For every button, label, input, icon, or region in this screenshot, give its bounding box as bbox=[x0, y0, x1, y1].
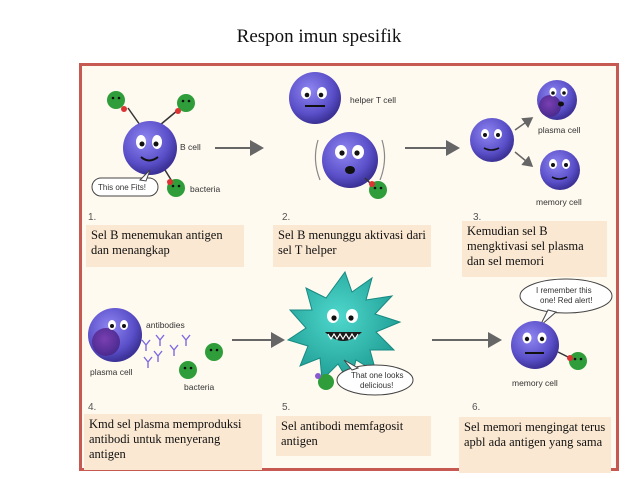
step-1-illustration: B cell bacteria This one Fits! 1. bbox=[88, 91, 221, 223]
plasma-cell-icon bbox=[537, 80, 577, 120]
step-3-caption: Kemudian sel B mengktivasi sel plasma da… bbox=[462, 221, 607, 277]
macrophage-icon bbox=[286, 270, 402, 386]
step-5-illustration: That one looks delicious! 5. bbox=[282, 270, 414, 413]
b-cell-label: B cell bbox=[180, 142, 201, 152]
memory-cell-icon bbox=[540, 150, 580, 190]
memory-cell-label: memory cell bbox=[536, 197, 582, 207]
bacteria-icon bbox=[179, 361, 197, 379]
bacteria-label: bacteria bbox=[184, 382, 215, 392]
this-one-fits-text: This one Fits! bbox=[98, 183, 146, 192]
step-1-caption: Sel B menemukan antigen dan menangkap bbox=[86, 225, 244, 267]
step-6-illustration: I remember this one! Red alert! memory c… bbox=[472, 278, 613, 413]
b-cell-icon bbox=[470, 118, 514, 162]
antibodies-label: antibodies bbox=[146, 320, 185, 330]
red-alert-text: one! Red alert! bbox=[540, 296, 592, 305]
step-5-number: 5. bbox=[282, 402, 290, 413]
delicious-text: delicious! bbox=[360, 381, 393, 390]
bacteria-icon bbox=[567, 352, 587, 370]
step-2-caption: Sel B menunggu aktivasi dari sel T helpe… bbox=[273, 225, 431, 267]
speech-bubble: This one Fits! bbox=[91, 169, 159, 197]
that-one-looks-text: That one looks bbox=[351, 371, 403, 380]
plasma-cell-icon bbox=[88, 308, 142, 362]
plasma-cell-label: plasma cell bbox=[538, 125, 581, 135]
bacteria-icon bbox=[315, 373, 334, 390]
helper-t-cell-label: helper T cell bbox=[350, 95, 396, 105]
page-title: Respon imun spesifik bbox=[236, 26, 402, 47]
step-1-number: 1. bbox=[88, 212, 96, 223]
step-2-illustration: helper T cell 2. bbox=[282, 72, 396, 223]
speech-bubble: That one looks delicious! bbox=[336, 359, 414, 396]
helper-t-cell-icon bbox=[289, 72, 341, 124]
b-cell-icon bbox=[322, 132, 378, 188]
bacteria-icon bbox=[167, 179, 185, 197]
step-3-number: 3. bbox=[473, 212, 481, 223]
step-6-caption: Sel memori mengingat terus apbl ada anti… bbox=[459, 417, 611, 473]
bacteria-label: bacteria bbox=[190, 184, 221, 194]
step-4-number: 4. bbox=[88, 402, 96, 413]
step-4-caption: Kmd sel plasma memproduksi antibodi untu… bbox=[84, 414, 262, 470]
antibody-icons bbox=[141, 334, 191, 368]
speech-bubble: I remember this one! Red alert! bbox=[519, 278, 613, 327]
memory-cell-icon bbox=[511, 321, 559, 369]
bacteria-icon bbox=[107, 91, 127, 112]
bacteria-icon bbox=[175, 94, 195, 114]
step-3-illustration: plasma cell memory cell 3. bbox=[470, 80, 582, 223]
bacteria-icon bbox=[369, 181, 387, 199]
step-6-number: 6. bbox=[472, 402, 480, 413]
step-2-number: 2. bbox=[282, 212, 290, 223]
step-4-illustration: plasma cell antibodies bacteria 4. bbox=[88, 308, 223, 413]
memory-cell-label: memory cell bbox=[512, 378, 558, 388]
b-cell-icon bbox=[123, 121, 177, 175]
step-5-caption: Sel antibodi memfagosit antigen bbox=[276, 416, 431, 456]
bacteria-icon bbox=[205, 343, 223, 361]
plasma-cell-label: plasma cell bbox=[90, 367, 133, 377]
remember-text: I remember this bbox=[536, 286, 592, 295]
